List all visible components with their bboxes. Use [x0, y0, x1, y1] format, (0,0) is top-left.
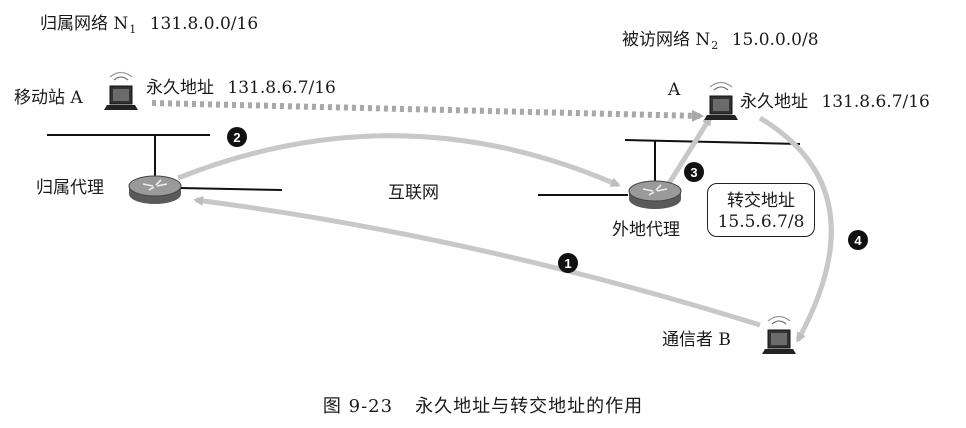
step-badge-1: 1: [558, 253, 578, 273]
mobile-station-a-label: 移动站 A: [14, 88, 83, 108]
home-network-name: 归属网络 N: [40, 14, 129, 34]
internet-label: 互联网: [388, 183, 439, 203]
mobile-station-a-visited-permanent-address: 永久地址 131.8.6.7/16: [740, 94, 930, 111]
mobile-station-a-visited-laptop-icon: [703, 81, 739, 121]
home-network-subscript: 1: [129, 23, 137, 36]
visited-network-label: 被访网络 N2 15.0.0.0/8: [622, 30, 819, 52]
step-2-number: 2: [233, 130, 240, 145]
arrow-step-4: [758, 115, 834, 343]
care-of-address-box: 转交地址 15.5.6.7/8: [707, 183, 815, 237]
figure-number: 图 9-23: [322, 396, 394, 417]
dotted-arrow: [151, 100, 704, 122]
figure-caption: 图 9-23 永久地址与转交地址的作用: [0, 392, 966, 418]
correspondent-b-label: 通信者 B: [662, 330, 731, 350]
mobile-station-a-visited-label: A: [668, 80, 681, 100]
step-4-number: 4: [854, 233, 862, 248]
care-of-address-value: 15.5.6.7/8: [717, 212, 805, 232]
permanent-address-value-left: 131.8.6.7/16: [227, 78, 336, 98]
care-of-address-label: 转交地址: [727, 191, 795, 211]
visited-network-bus: [624, 139, 801, 145]
visited-network-subscript: 2: [711, 39, 719, 52]
mobile-station-a-laptop-icon: [103, 71, 139, 111]
step-badge-4: 4: [848, 230, 868, 250]
arrow-step-1: [193, 195, 761, 328]
permanent-address-value-right: 131.8.6.7/16: [821, 92, 930, 112]
step-1-number: 1: [564, 256, 571, 271]
foreign-agent-router-icon: [628, 180, 682, 210]
mobile-station-a-permanent-address: 永久地址 131.8.6.7/16: [146, 80, 336, 97]
home-agent-router-icon: [128, 175, 182, 205]
permanent-address-label-left: 永久地址: [146, 78, 214, 98]
home-network-prefix: 131.8.0.0/16: [149, 14, 259, 34]
permanent-address-label-right: 永久地址: [740, 92, 808, 112]
step-badge-3: 3: [684, 162, 704, 182]
correspondent-b-laptop-icon: [761, 315, 797, 355]
arrow-step-2: [177, 133, 621, 188]
visited-network-prefix: 15.0.0.0/8: [731, 30, 819, 50]
visited-network-name: 被访网络 N: [622, 30, 711, 50]
figure-title: 永久地址与转交地址的作用: [415, 396, 644, 417]
arrow-step-3: [665, 115, 713, 187]
home-network-label: 归属网络 N1 131.8.0.0/16: [40, 14, 259, 36]
home-agent-label: 归属代理: [36, 178, 104, 198]
foreign-agent-label: 外地代理: [612, 220, 680, 240]
step-badge-2: 2: [227, 127, 247, 147]
step-3-number: 3: [690, 165, 697, 180]
home-router-link: [179, 187, 283, 191]
